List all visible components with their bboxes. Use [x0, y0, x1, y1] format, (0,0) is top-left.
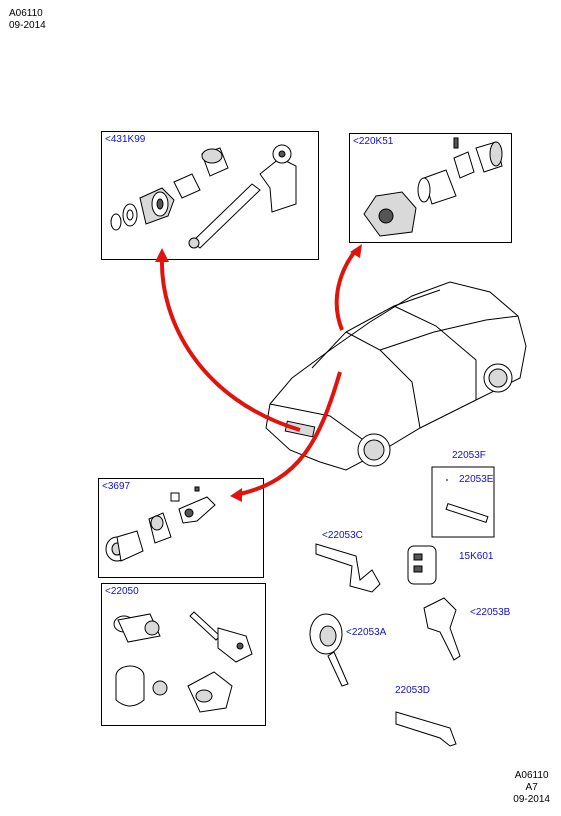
callout-22053D[interactable]: 22053D	[395, 685, 431, 696]
drawing-date: 09-2014	[9, 20, 46, 31]
callout-15K601[interactable]: 15K601	[459, 551, 494, 562]
footer-code: A06110	[514, 770, 549, 781]
car-illustration	[265, 281, 527, 471]
bonnet-lock-parts-illustration	[363, 137, 503, 237]
callout-22053A[interactable]: <22053A	[346, 627, 387, 638]
drawing-header: A06110 09-2014	[9, 8, 46, 32]
drawing-code: A06110	[9, 8, 43, 19]
door-lock-parts-illustration	[105, 486, 216, 562]
panel-label: <3697	[102, 481, 131, 492]
panel-label: <220K51	[353, 136, 394, 147]
callout-22053E[interactable]: 22053E	[459, 474, 494, 485]
callout-22053F[interactable]: 22053F	[452, 450, 486, 461]
panel-lock-set[interactable]: <22050	[101, 583, 266, 726]
lock-set-parts-illustration	[113, 611, 253, 713]
arrowheads	[155, 244, 362, 502]
ignition-lock-parts-illustration	[110, 144, 297, 249]
panel-door-lock[interactable]: <3697	[98, 478, 264, 578]
panel-label: <431K99	[105, 134, 146, 145]
panel-bonnet-lock[interactable]: <220K51	[349, 133, 512, 243]
footer-date: 09-2014	[513, 794, 550, 805]
panel-label: <22050	[105, 586, 139, 597]
drawing-footer: A06110 A7 09-2014	[513, 770, 550, 806]
callout-22053C[interactable]: <22053C	[322, 530, 363, 541]
callout-22053B[interactable]: <22053B	[470, 607, 511, 618]
panel-ignition-lock[interactable]: <431K99	[101, 131, 319, 260]
footer-sheet: A7	[525, 782, 538, 793]
red-arrows	[159, 248, 358, 496]
